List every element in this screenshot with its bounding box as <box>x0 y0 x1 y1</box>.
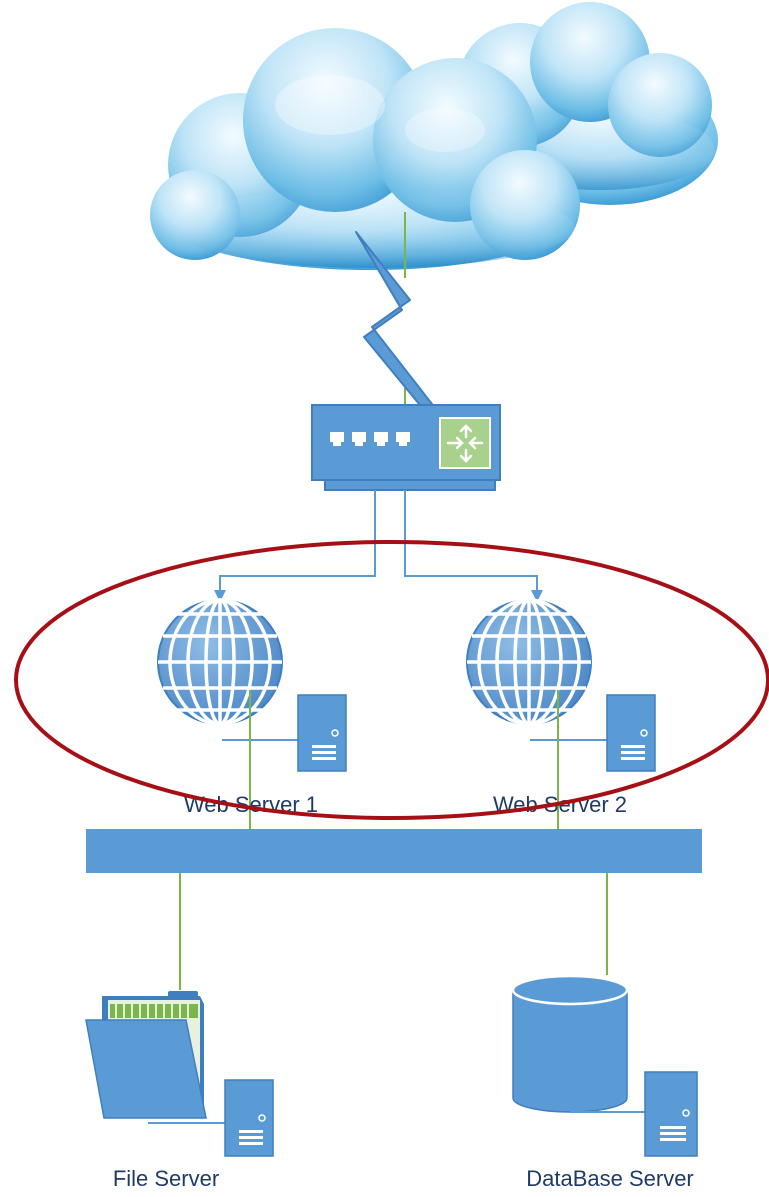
database-server: DataBase Server <box>511 974 698 1191</box>
folder-icon <box>85 991 207 1119</box>
server-tower-icon <box>297 694 347 772</box>
globe-icon <box>466 598 592 726</box>
globe-icon <box>157 598 283 726</box>
lan-bus-icon <box>86 829 702 873</box>
file-server-label: File Server <box>113 1166 219 1191</box>
router-to-web-server-1-link <box>214 490 376 602</box>
server-tower-icon <box>644 1071 698 1157</box>
router-to-web-server-2-link <box>404 490 543 602</box>
database-cylinder-icon <box>511 974 629 1113</box>
database-server-label: DataBase Server <box>526 1166 694 1191</box>
file-server: File Server <box>85 991 274 1191</box>
cloud-icon <box>150 2 718 270</box>
server-tower-icon <box>224 1079 274 1157</box>
web-servers-highlight-ring <box>14 540 769 820</box>
web-server-1: Web Server 1 <box>157 598 347 830</box>
router-icon <box>311 404 501 491</box>
web-server-2: Web Server 2 <box>466 598 656 830</box>
server-tower-icon <box>606 694 656 772</box>
